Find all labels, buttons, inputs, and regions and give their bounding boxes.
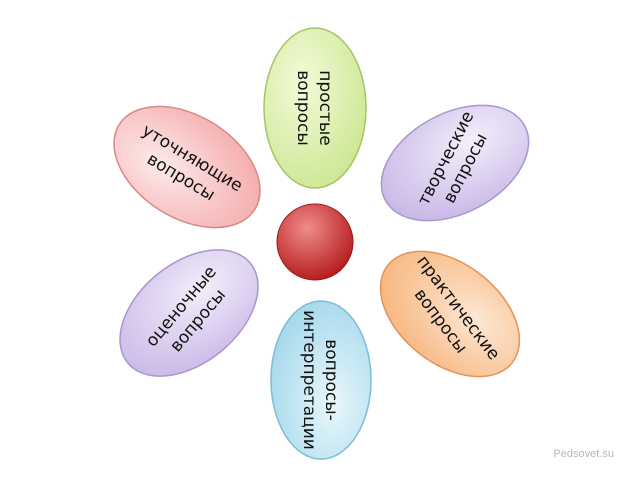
petal-evaluative-shape xyxy=(119,249,259,377)
petal-practical-shape xyxy=(379,250,521,378)
watermark-text: Pedsovet.su xyxy=(553,448,614,460)
petal-practical: практическиевопросы xyxy=(379,250,521,378)
petal-interpretation: вопросы-интерпретации xyxy=(270,300,372,460)
petal-simple-label-line: простые xyxy=(315,70,335,145)
petal-clarifying-shape xyxy=(113,105,261,229)
petal-simple: простыевопросы xyxy=(263,27,367,189)
petal-simple-label: простыевопросы xyxy=(293,70,335,146)
petal-interpretation-label-line: вопросы- xyxy=(321,339,341,421)
petal-creative-shape xyxy=(380,104,530,222)
petal-interpretation-label-line: интерпретации xyxy=(299,310,319,450)
petal-clarifying: уточняющиевопросы xyxy=(113,105,261,229)
center-circle xyxy=(276,203,354,281)
petal-interpretation-label: вопросы-интерпретации xyxy=(299,310,341,450)
petal-creative: творческиевопросы xyxy=(380,104,530,222)
petal-simple-shape xyxy=(263,27,367,189)
petal-evaluative: оценочныевопросы xyxy=(119,249,259,377)
petal-simple-label-line: вопросы xyxy=(293,70,313,146)
petal-interpretation-shape xyxy=(270,300,372,460)
